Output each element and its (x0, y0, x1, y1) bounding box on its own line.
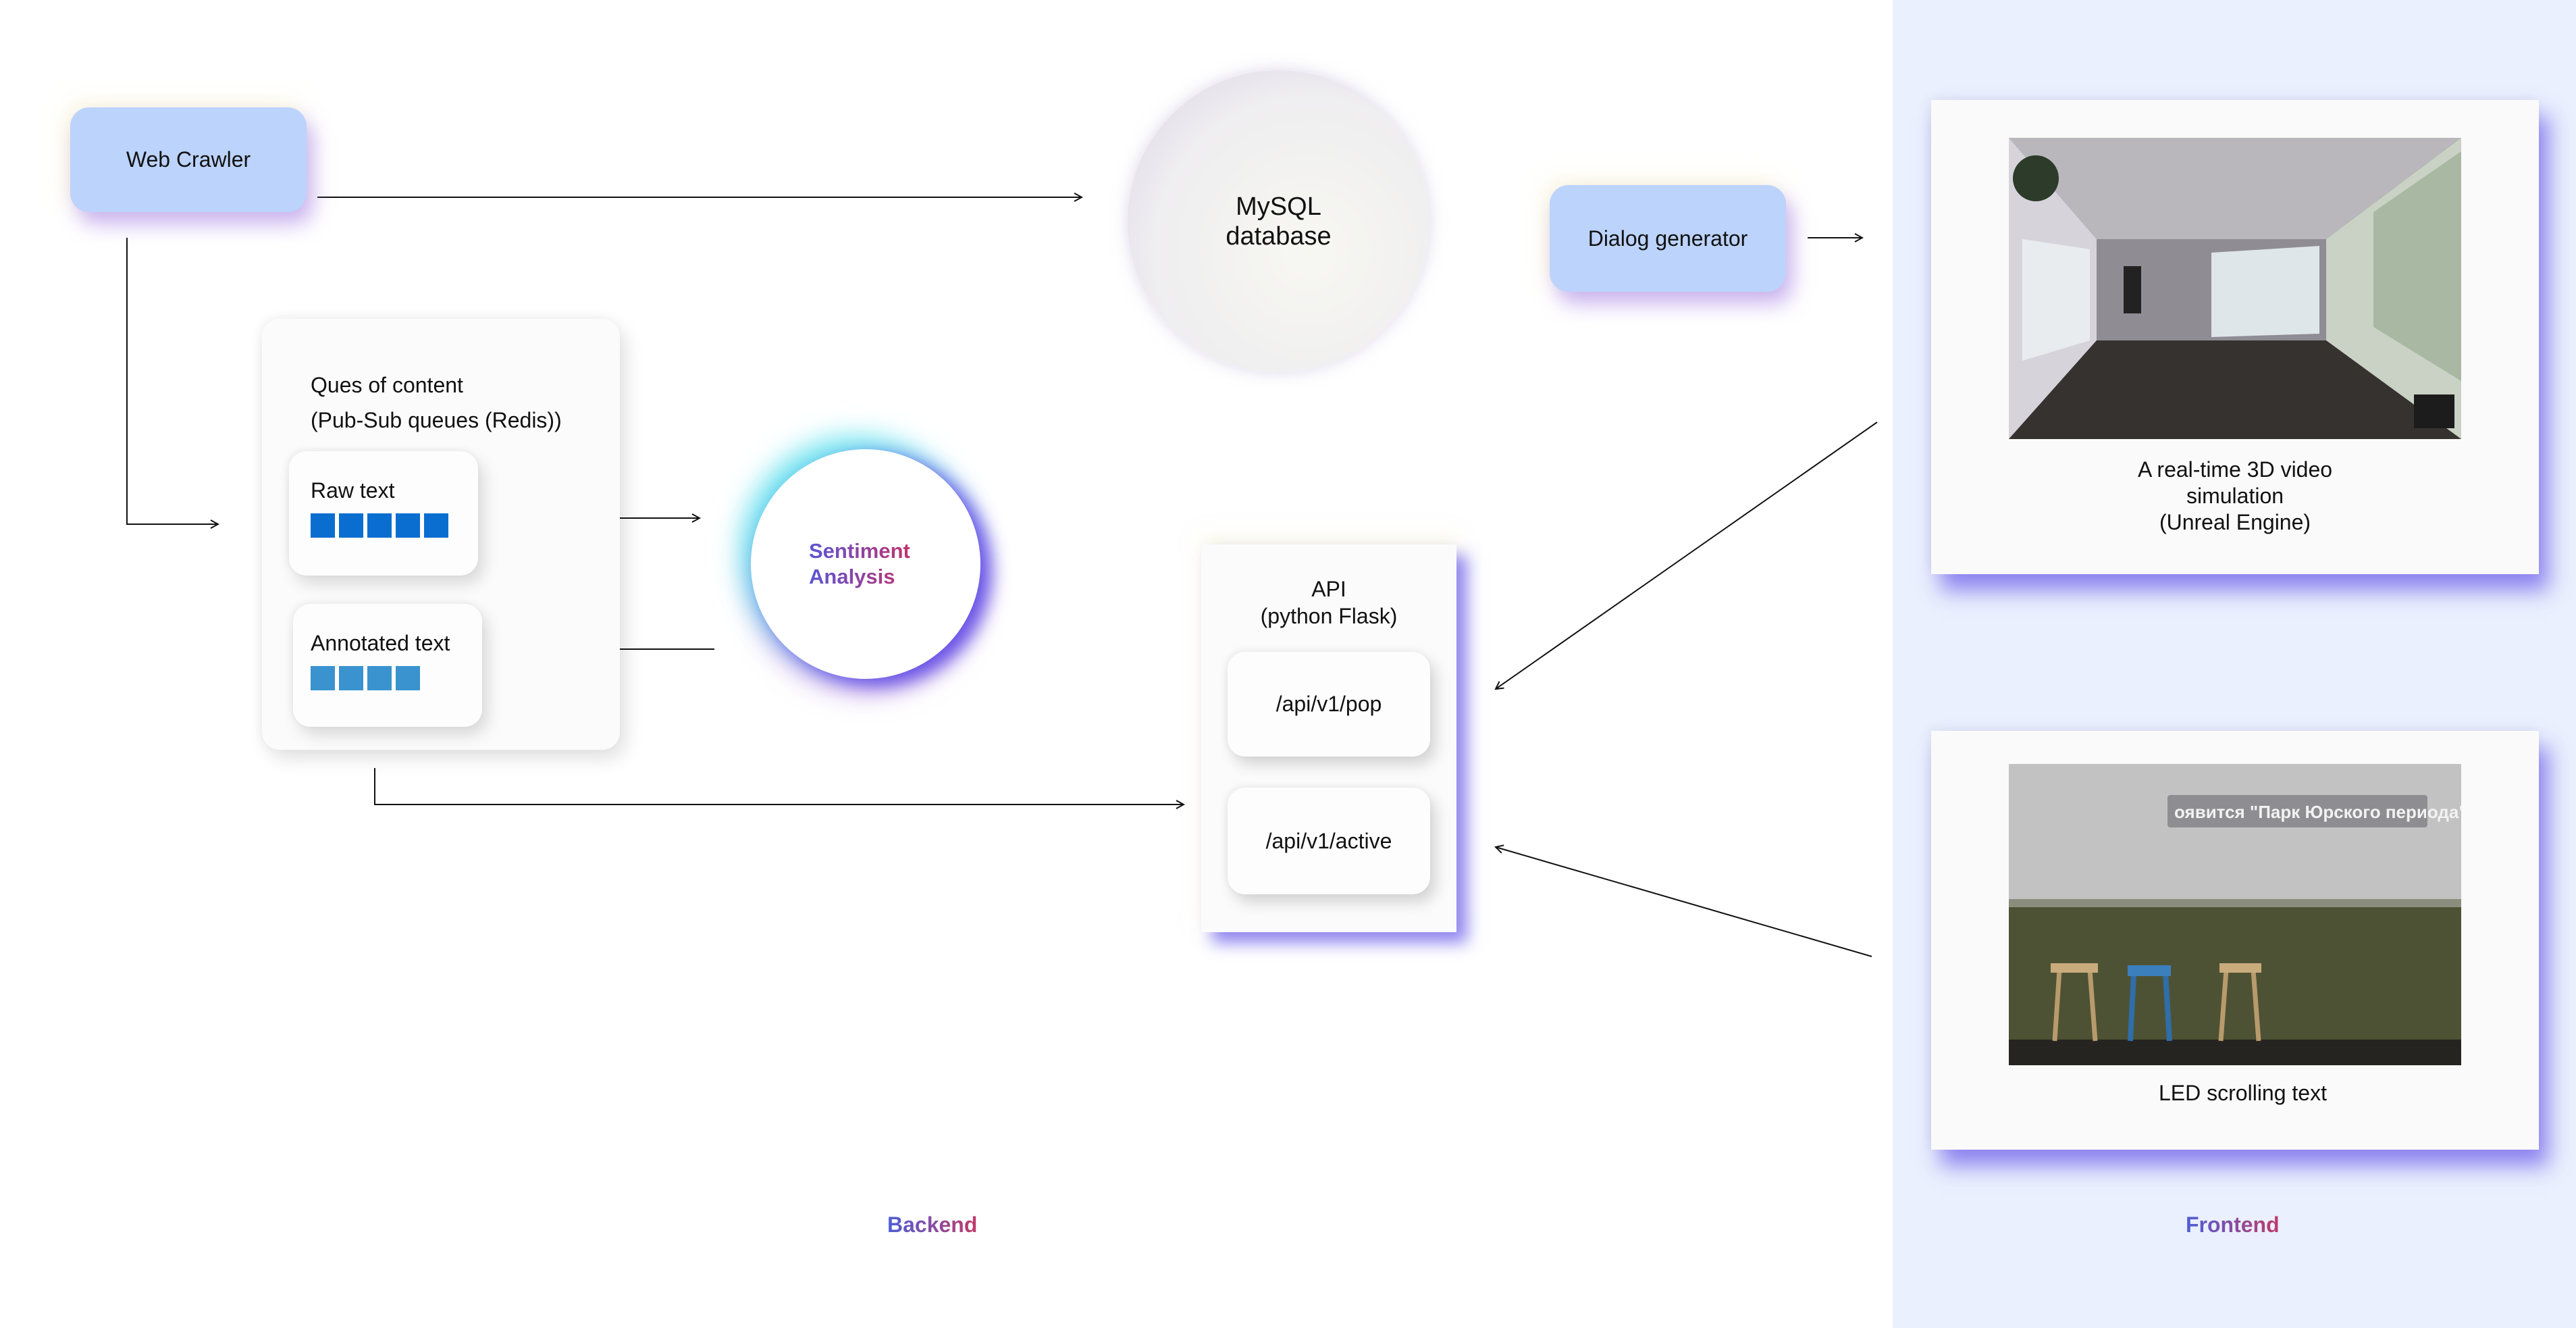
queue-block (367, 513, 392, 538)
web-crawler-label: Web Crawler (126, 147, 251, 172)
raw-text-label: Raw text (311, 478, 395, 503)
queue-block (424, 513, 448, 538)
sentiment-label-line1: Sentiment (809, 539, 910, 563)
led-caption: LED scrolling text (2159, 1081, 2327, 1105)
api-flask-box: API (python Flask) /api/v1/pop /api/v1/a… (1201, 544, 1456, 932)
dialog-generator-node: Dialog generator (1550, 185, 1786, 292)
endpoint-pop-label: /api/v1/pop (1276, 692, 1382, 716)
endpoint-active: /api/v1/active (1228, 788, 1430, 894)
queue-block (311, 666, 335, 690)
mysql-label-line2: database (1226, 222, 1332, 251)
simulation-caption-line3: (Unreal Engine) (2159, 510, 2311, 534)
queue-block (339, 513, 363, 538)
content-queues-card: Ques of content (Pub-Sub queues (Redis))… (262, 319, 620, 750)
annotated-text-blocks (311, 666, 420, 690)
endpoint-pop: /api/v1/pop (1228, 652, 1430, 757)
queue-block (396, 513, 420, 538)
arrow-queues-to-api (374, 768, 1184, 805)
queue-block (339, 666, 363, 690)
raw-text-blocks (311, 513, 448, 538)
sentiment-label-line2: Analysis (809, 565, 895, 588)
led-photo: оявится "Парк Юрского периода" (2009, 764, 2461, 1065)
simulation-caption: A real-time 3D video simulation (Unreal … (2009, 457, 2461, 536)
queues-title-line1: Ques of content (311, 373, 463, 397)
queues-title-line2: (Pub-Sub queues (Redis)) (311, 408, 562, 432)
endpoint-active-label: /api/v1/active (1265, 828, 1392, 853)
api-title-line2: (python Flask) (1260, 604, 1398, 628)
annotated-text-queue: Annotated text (293, 604, 482, 727)
simulation-caption-line1: A real-time 3D video (2137, 457, 2333, 482)
sentiment-analysis-node (751, 449, 980, 679)
simulation-panel: A real-time 3D video simulation (Unreal … (1931, 100, 2539, 574)
backend-section-label: Backend (887, 1212, 978, 1237)
mysql-database-node: MySQL database (1128, 70, 1429, 372)
led-photo-image: оявится "Парк Юрского периода" (2009, 764, 2461, 1065)
annotated-text-label: Annotated text (311, 631, 450, 655)
arrow-led-to-api (1496, 847, 1872, 957)
queue-block (396, 666, 420, 690)
raw-text-queue: Raw text (289, 451, 478, 576)
api-title-line1: API (1311, 577, 1346, 601)
sentiment-analysis-label: Sentiment Analysis (809, 538, 910, 590)
led-banner-text: оявится "Парк Юрского периода" (2174, 802, 2461, 822)
queue-block (367, 666, 392, 690)
web-crawler-node: Web Crawler (70, 107, 307, 212)
led-panel: оявится "Парк Юрского периода" LED scrol… (1931, 731, 2539, 1150)
simulation-photo-image (2009, 138, 2461, 439)
frontend-section-label: Frontend (2186, 1212, 2280, 1237)
arrow-simulation-to-api (1496, 422, 1878, 689)
mysql-label-line1: MySQL (1236, 192, 1321, 221)
dialog-generator-label: Dialog generator (1587, 226, 1748, 251)
arrow-crawler-to-queues (126, 238, 218, 524)
queue-block (311, 513, 335, 538)
simulation-caption-line2: simulation (2186, 484, 2284, 508)
simulation-photo (2009, 138, 2461, 439)
